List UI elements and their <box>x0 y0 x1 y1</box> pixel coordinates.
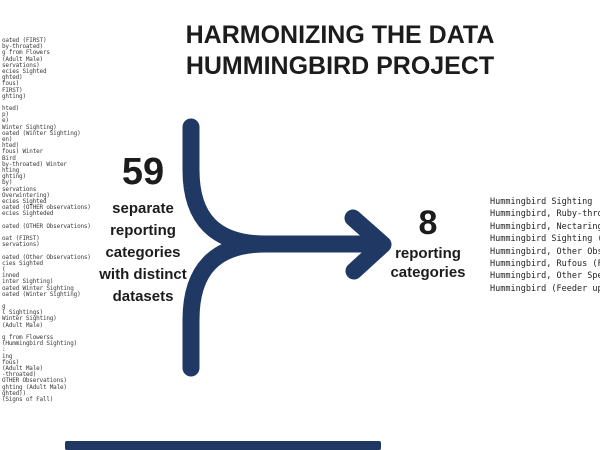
result-count-block: 8 reporting categories <box>368 204 488 282</box>
merge-arrow-head <box>344 209 392 280</box>
source-count-block: 59 separate reporting categories with di… <box>78 150 208 308</box>
harmonized-category-item: Hummingbird, Ruby-thro <box>490 209 600 220</box>
harmonized-category-item: Hummingbird (Feeder up <box>490 283 600 294</box>
source-categories-raw-list: oated (FIRST) by-throated) g from Flower… <box>2 37 91 403</box>
harmonized-category-item: Hummingbird Sighting ( <box>490 234 600 245</box>
harmonized-category-item: Hummingbird, Nectaring <box>490 221 600 232</box>
source-count-caption: separate reporting categories with disti… <box>99 200 187 305</box>
bottom-accent-bar <box>65 441 381 450</box>
slide-title-line1: HARMONIZING THE DATA <box>185 21 495 49</box>
slide-title: HARMONIZING THE DATA HUMMINGBIRD PROJECT <box>150 20 530 82</box>
result-count-caption: reporting categories <box>390 245 466 281</box>
harmonized-category-item: Hummingbird, Rufous (F <box>490 259 600 270</box>
source-count-number: 59 <box>121 151 165 193</box>
slide-title-line2: HUMMINGBIRD PROJECT <box>185 52 495 80</box>
harmonized-category-item: Hummingbird, Other Obs <box>490 246 600 257</box>
result-count-number: 8 <box>418 204 438 242</box>
harmonized-category-item: Hummingbird Sighting <box>490 197 593 207</box>
merge-arrow-bottom-branch <box>182 235 274 377</box>
harmonized-category-item: Hummingbird, Other Spe <box>490 271 600 282</box>
